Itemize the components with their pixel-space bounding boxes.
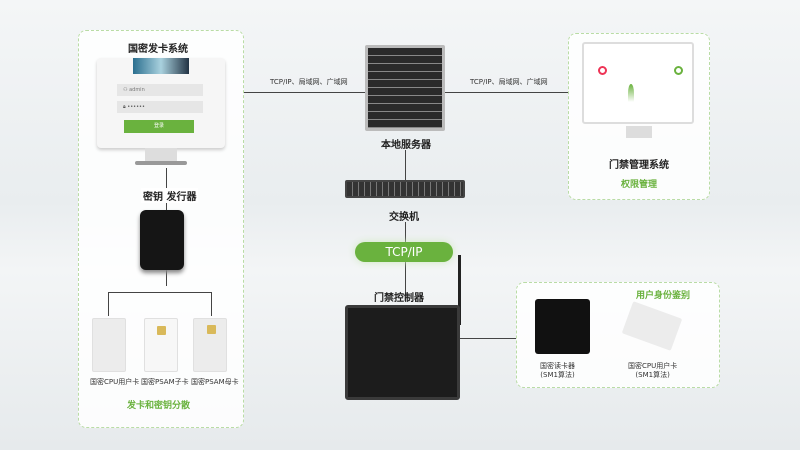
key-issuer-device <box>140 210 184 270</box>
monitor-stand <box>626 126 652 138</box>
link-label-left: TCP/IP、局域网、广域网 <box>270 78 348 86</box>
permission-management-label: 权限管理 <box>621 180 658 190</box>
monitor-stand <box>145 148 177 162</box>
reader-label: 国密读卡器(SM1算法) <box>540 362 575 380</box>
psam-sub-card <box>144 318 178 372</box>
monitor-base <box>135 161 187 165</box>
login-button[interactable]: 登录 <box>124 120 194 133</box>
issuer-label: 密钥 发行器 <box>141 188 199 203</box>
monitor: ⚇ admin 🔒︎ •••••• 登录 <box>97 58 225 148</box>
access-controller <box>345 305 460 400</box>
network-switch <box>345 180 465 198</box>
switch-label: 交换机 <box>389 212 419 223</box>
username-field[interactable]: ⚇ admin <box>117 84 203 96</box>
card-reader <box>535 299 590 354</box>
cpu-user-card <box>92 318 126 372</box>
password-field[interactable]: 🔒︎ •••••• <box>117 101 203 113</box>
lock-icon: 🔒︎ <box>123 104 128 110</box>
user-card-label: 国密CPU用户卡(SM1算法) <box>628 362 678 380</box>
card-issuing-title: 国密发卡系统 <box>128 44 188 55</box>
server-label: 本地服务器 <box>381 140 431 151</box>
user-icon: ⚇ <box>123 87 130 93</box>
card-issuing-footer: 发卡和密钥分散 <box>127 401 191 411</box>
card-label: 国密CPU用户卡 <box>90 378 140 386</box>
management-monitor <box>582 42 694 124</box>
controller-label: 门禁控制器 <box>374 293 424 304</box>
tcpip-badge: TCP/IP <box>355 242 453 262</box>
server-rack <box>365 45 445 131</box>
banner-image <box>133 58 189 74</box>
card-label: 国密PSAM母卡 <box>191 378 239 386</box>
link-label-right: TCP/IP、局域网、广域网 <box>470 78 548 86</box>
antenna <box>458 255 461 325</box>
card-label: 国密PSAM子卡 <box>141 378 189 386</box>
identity-auth-title: 用户身份鉴别 <box>636 291 691 301</box>
psam-master-card <box>193 318 227 372</box>
access-management-title: 门禁管理系统 <box>609 160 669 171</box>
